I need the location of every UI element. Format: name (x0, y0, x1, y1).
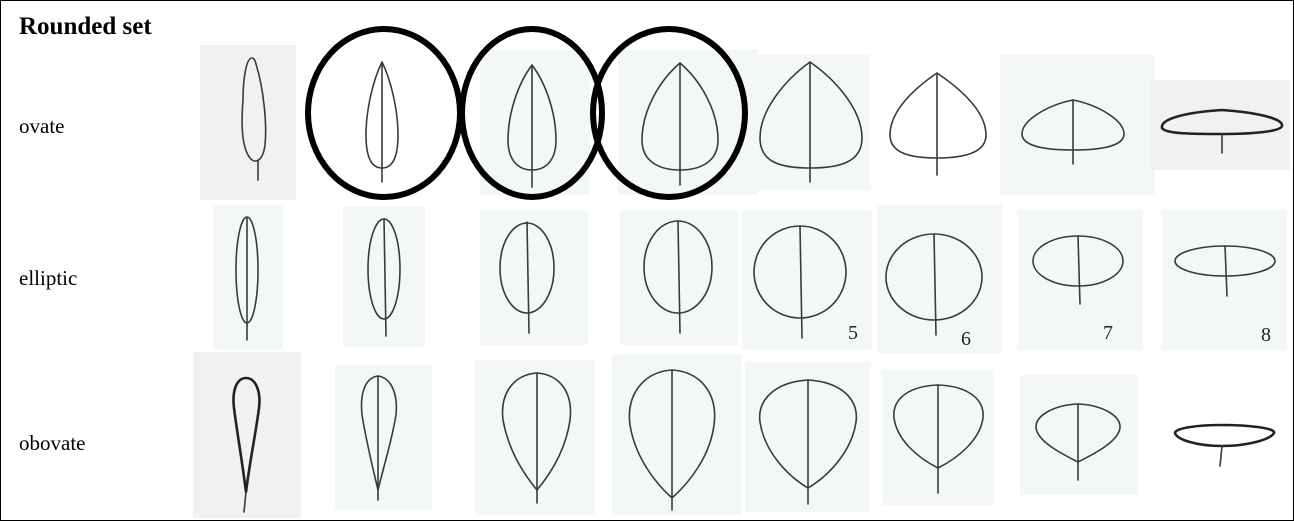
highlight-ring-shape-2 (308, 29, 460, 197)
ovate-cell-1-bg (200, 45, 296, 200)
ovate-cell-8-bg (1150, 80, 1290, 170)
elliptic-cell-7-bg (1018, 210, 1143, 350)
obovate-cell-3-bg (475, 360, 595, 515)
obovate-shape-8 (1175, 425, 1274, 466)
obovate-cell-7-bg (1020, 375, 1138, 495)
elliptic-cell-3-bg (480, 210, 588, 345)
ovate-shape-2 (366, 62, 398, 182)
number-label-7: 7 (1103, 322, 1113, 344)
number-label-6: 6 (961, 328, 971, 350)
ovate-shape-6 (890, 73, 986, 175)
obovate-row (193, 352, 1274, 518)
number-label-8: 8 (1261, 324, 1271, 346)
elliptic-cell-6-bg (877, 205, 1002, 353)
obovate-cell-2-bg (335, 365, 432, 510)
ovate-row (200, 29, 1290, 200)
number-label-5: 5 (848, 322, 858, 344)
ovate-cell-3-bg (480, 50, 590, 195)
ovate-cell-7-bg (1000, 55, 1155, 195)
elliptic-cell-1-bg (213, 205, 283, 350)
elliptic-row: 5 6 7 8 (213, 205, 1287, 353)
